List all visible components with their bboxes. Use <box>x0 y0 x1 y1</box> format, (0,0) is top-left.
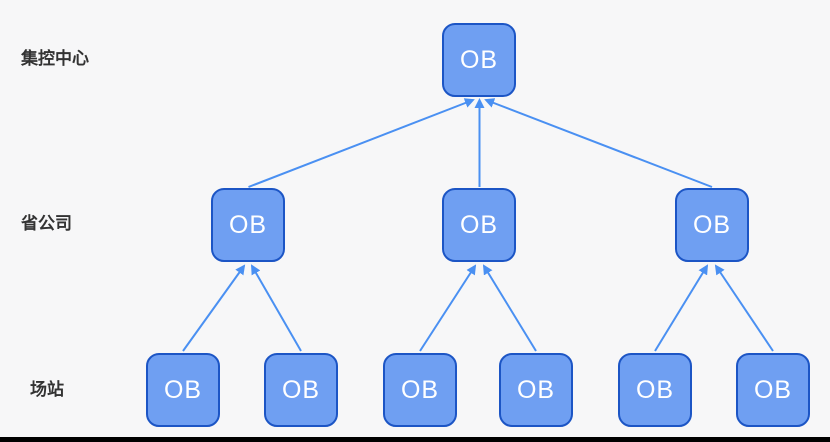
ob-node-label: OB <box>753 375 793 404</box>
ob-node-label: OB <box>692 210 732 239</box>
connector-arrow-province3-center <box>484 98 713 188</box>
connector-arrow-station5-province3 <box>654 264 709 352</box>
ob-node-province-3: OB <box>675 188 749 262</box>
ob-node-center: OB <box>442 23 516 97</box>
connector-arrow-station3-province2 <box>419 264 477 352</box>
tier-label-center: 集控中心 <box>21 49 89 68</box>
bottom-bar <box>0 437 830 442</box>
ob-node-label: OB <box>163 375 203 404</box>
tier-label-province: 省公司 <box>21 214 72 233</box>
connector-arrow-station2-province1 <box>251 264 302 352</box>
connector-arrow-station1-province1 <box>182 264 246 352</box>
ob-node-label: OB <box>400 375 440 404</box>
connector-arrow-station6-province3 <box>714 264 774 352</box>
ob-node-province-1: OB <box>211 188 285 262</box>
ob-node-province-2: OB <box>442 188 516 262</box>
ob-node-label: OB <box>459 45 499 74</box>
connector-arrow-province1-center <box>248 98 475 188</box>
ob-node-station-3: OB <box>383 353 457 427</box>
ob-node-station-1: OB <box>146 353 220 427</box>
ob-node-label: OB <box>635 375 675 404</box>
ob-node-label: OB <box>516 375 556 404</box>
ob-node-label: OB <box>228 210 268 239</box>
ob-node-label: OB <box>459 210 499 239</box>
ob-node-station-5: OB <box>618 353 692 427</box>
ob-node-label: OB <box>281 375 321 404</box>
tier-label-station: 场站 <box>30 380 64 399</box>
ob-node-station-2: OB <box>264 353 338 427</box>
ob-node-station-6: OB <box>736 353 810 427</box>
ob-node-station-4: OB <box>499 353 573 427</box>
connector-arrow-station4-province2 <box>482 264 537 352</box>
